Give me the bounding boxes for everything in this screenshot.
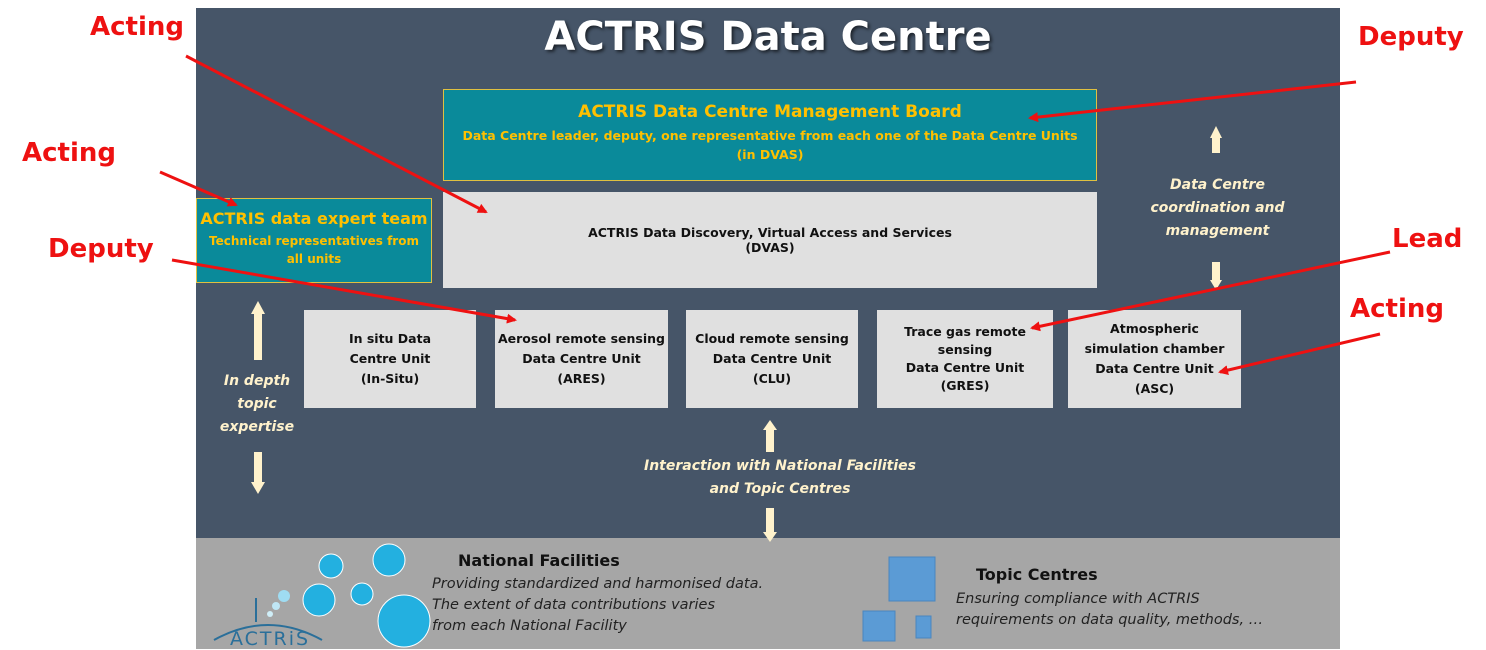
dvas-line-1: ACTRIS Data Discovery, Virtual Access an… xyxy=(588,225,952,240)
expert-team-title: ACTRIS data expert team xyxy=(200,209,428,228)
tc-desc-line: Ensuring compliance with ACTRIS xyxy=(956,591,1200,607)
cream-arrow-icon xyxy=(1210,126,1222,153)
unit-line: simulation chamber xyxy=(1084,341,1225,356)
unit-line: (In-Situ) xyxy=(360,371,420,386)
role-label-lead: Lead xyxy=(1392,224,1463,254)
unit-in-situ: In situ Data Centre Unit (In-Situ) xyxy=(304,310,476,408)
cream-arrow-icon xyxy=(1210,262,1222,290)
national-facilities-desc: Providing standardized and harmonised da… xyxy=(432,574,763,637)
nf-desc-line: from each National Facility xyxy=(432,618,627,634)
interaction-label: Interaction with National Facilities and… xyxy=(643,458,916,497)
cream-arrow-icon xyxy=(763,420,777,452)
annotation-arrow xyxy=(185,54,488,214)
annotation-arrow xyxy=(159,170,238,207)
topic-centres-title: Topic Centres xyxy=(976,565,1098,584)
role-label-acting: Acting xyxy=(1350,294,1444,324)
unit-line: Cloud remote sensing xyxy=(695,331,849,346)
coordination-label: Data Centre coordination and management xyxy=(1150,177,1285,239)
role-label-acting: Acting xyxy=(90,12,184,42)
topic-centres-desc: Ensuring compliance with ACTRIS requirem… xyxy=(956,589,1263,631)
unit-line: (ASC) xyxy=(1134,381,1175,396)
unit-line: Aerosol remote sensing xyxy=(497,331,666,346)
nf-desc-line: The extent of data contributions varies xyxy=(432,597,715,613)
unit-line: Data Centre Unit xyxy=(905,360,1025,375)
unit-asc: Atmospheric simulation chamber Data Cent… xyxy=(1068,310,1241,408)
bubbles-logo-icon xyxy=(213,543,431,648)
unit-line: Data Centre Unit xyxy=(1095,361,1214,376)
management-board-box: ACTRIS Data Centre Management Board Data… xyxy=(443,89,1097,181)
dvas-box: ACTRIS Data Discovery, Virtual Access an… xyxy=(443,192,1097,288)
annotation-arrow xyxy=(1030,250,1391,332)
unit-clu: Cloud remote sensing Data Centre Unit (C… xyxy=(686,310,858,408)
cream-arrow-icon xyxy=(763,508,777,542)
unit-ares: Aerosol remote sensing Data Centre Unit … xyxy=(495,310,668,408)
role-label-acting: Acting xyxy=(22,138,116,168)
unit-line: Data Centre Unit xyxy=(522,351,641,366)
tc-desc-line: requirements on data quality, methods, … xyxy=(956,612,1264,628)
depth-label: In depth topic expertise xyxy=(219,373,295,435)
cream-arrow-icon xyxy=(251,452,265,494)
unit-line: In situ Data xyxy=(348,331,432,346)
nf-desc-line: Providing standardized and harmonised da… xyxy=(432,576,764,592)
diagram-title: ACTRIS Data Centre xyxy=(544,14,992,60)
dvas-line-2: (DVAS) xyxy=(745,240,795,255)
management-board-title: ACTRIS Data Centre Management Board xyxy=(578,102,962,122)
annotation-arrow xyxy=(1028,80,1357,123)
national-facilities-title: National Facilities xyxy=(458,551,620,570)
role-label-deputy: Deputy xyxy=(48,234,154,264)
cream-arrow-icon xyxy=(251,301,265,360)
topic-centres-squares-icon xyxy=(862,556,936,642)
actris-logo-text: ACTRiS xyxy=(230,628,311,650)
expert-team-subtitle: Technical representatives from all units xyxy=(209,234,419,266)
unit-line: sensing xyxy=(937,342,993,357)
unit-line: (ARES) xyxy=(557,371,606,386)
unit-line: Centre Unit xyxy=(349,351,431,366)
unit-line: Atmospheric xyxy=(1110,321,1199,336)
unit-line: Trace gas remote xyxy=(904,324,1026,339)
unit-gres: Trace gas remote sensing Data Centre Uni… xyxy=(877,310,1053,408)
annotation-arrow xyxy=(1218,332,1381,376)
unit-line: (CLU) xyxy=(752,371,792,386)
unit-line: Data Centre Unit xyxy=(712,351,832,366)
management-board-subtitle: Data Centre leader, deputy, one represen… xyxy=(462,128,1078,162)
annotation-arrow xyxy=(171,258,517,324)
unit-line: (GRES) xyxy=(940,378,990,393)
role-label-deputy: Deputy xyxy=(1358,22,1464,52)
expert-team-box: ACTRIS data expert team Technical repres… xyxy=(196,198,432,283)
